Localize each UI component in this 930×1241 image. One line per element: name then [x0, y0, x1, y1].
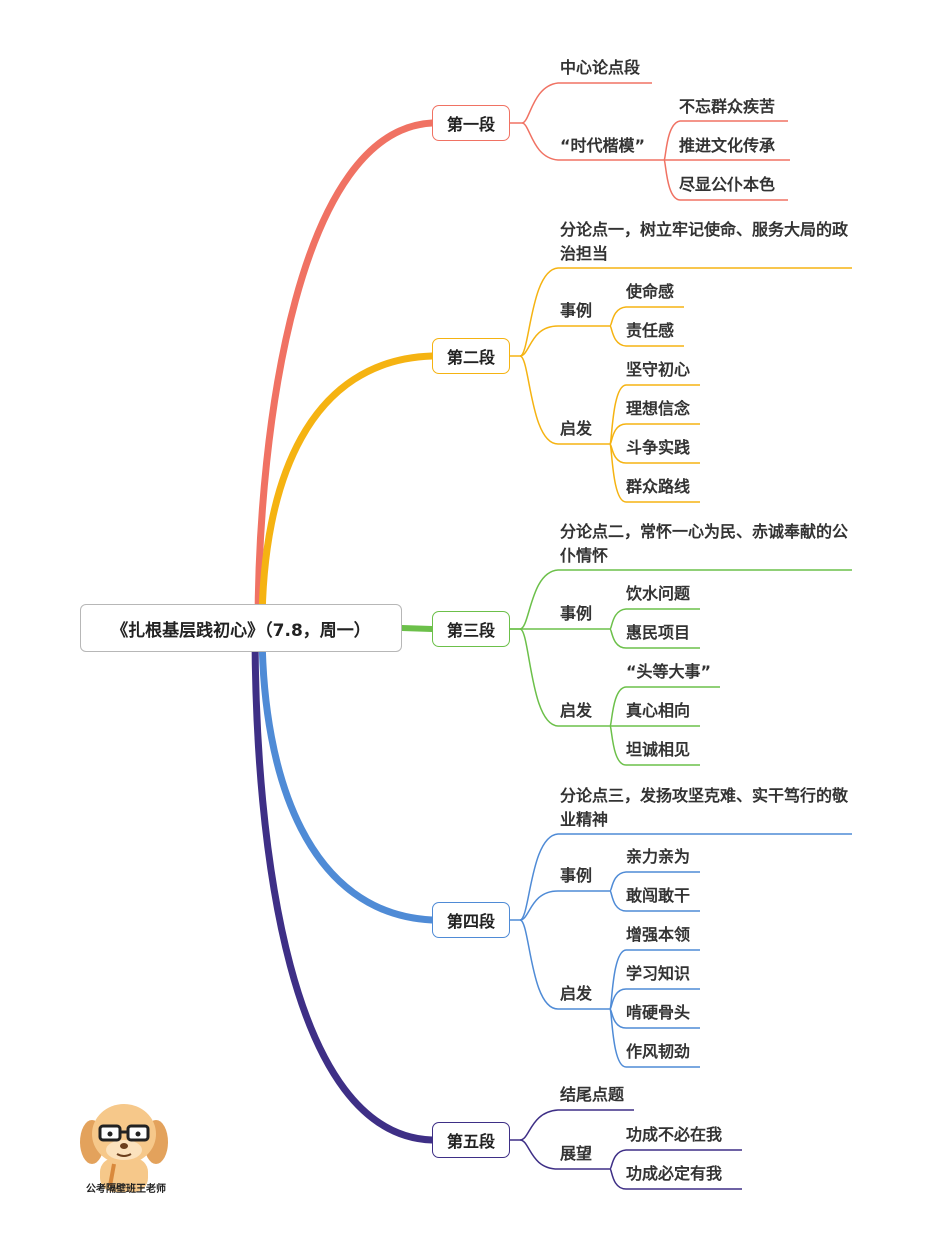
branch-1-trunk [254, 119, 436, 632]
brand-caption: 公考隔壁班王老师 [86, 1184, 166, 1195]
topic-public-servant[interactable]: 尽显公仆本色 [679, 175, 776, 194]
topic-hands-on[interactable]: 亲力亲为 [626, 847, 691, 866]
section-node-3[interactable]: 第三段 [432, 611, 510, 647]
topic-bold-action[interactable]: 敢闯敢干 [626, 886, 691, 905]
section-node-4[interactable]: 第四段 [432, 902, 510, 938]
topic-mission-sense[interactable]: 使命感 [626, 282, 675, 301]
cartoon-dog-with-glasses-icon [80, 1104, 168, 1192]
topic-example-2[interactable]: 事例 [560, 301, 593, 320]
topic-conclusion[interactable]: 结尾点题 [560, 1085, 625, 1104]
topic-outlook[interactable]: 展望 [560, 1144, 593, 1163]
topic-success-not-mine[interactable]: 功成不必在我 [626, 1125, 723, 1144]
topic-candor[interactable]: 坦诚相见 [626, 740, 691, 759]
topic-subpoint-2[interactable]: 分论点二，常怀一心为民、赤诚奉献的公仆情怀 [560, 522, 849, 565]
topic-subpoint-3[interactable]: 分论点三，发扬攻坚克难、实干笃行的敬业精神 [560, 786, 849, 829]
topic-original-aspiration[interactable]: 坚守初心 [626, 360, 691, 379]
topic-water-issue[interactable]: 饮水问题 [626, 584, 691, 603]
topic-central-thesis[interactable]: 中心论点段 [560, 58, 641, 77]
branch-4-trunk [258, 624, 436, 924]
topic-responsibility[interactable]: 责任感 [626, 321, 675, 340]
branch-5-trunk [251, 624, 436, 1144]
topic-top-priority[interactable]: “头等大事” [626, 662, 712, 681]
topic-era-model[interactable]: “时代楷模” [560, 136, 646, 155]
topic-subpoint-1[interactable]: 分论点一，树立牢记使命、服务大局的政治担当 [560, 220, 849, 263]
topic-tough-tasks[interactable]: 啃硬骨头 [626, 1003, 691, 1022]
topic-benefit-project[interactable]: 惠民项目 [626, 623, 691, 642]
branch-2-trunk [258, 352, 436, 632]
topic-enhance-skills[interactable]: 增强本领 [626, 925, 691, 944]
topic-learn-knowledge[interactable]: 学习知识 [626, 964, 691, 983]
topic-insight-4[interactable]: 启发 [560, 984, 593, 1003]
topic-ideals[interactable]: 理想信念 [626, 399, 691, 418]
topic-insight-3[interactable]: 启发 [560, 701, 593, 720]
topic-example-4[interactable]: 事例 [560, 866, 593, 885]
topic-insight-2[interactable]: 启发 [560, 419, 593, 438]
root-topic[interactable]: 《扎根基层践初心》（7.8，周一） [80, 604, 402, 652]
topic-example-3[interactable]: 事例 [560, 604, 593, 623]
section-node-1[interactable]: 第一段 [432, 105, 510, 141]
topic-culture-heritage[interactable]: 推进文化传承 [679, 136, 776, 155]
topic-sincerity[interactable]: 真心相向 [626, 701, 691, 720]
topic-remember-people[interactable]: 不忘群众疾苦 [679, 97, 776, 116]
topic-mass-line[interactable]: 群众路线 [626, 477, 691, 496]
branch-3-trunk [399, 625, 435, 632]
topic-struggle-practice[interactable]: 斗争实践 [626, 438, 691, 457]
section-node-5[interactable]: 第五段 [432, 1122, 510, 1158]
topic-tenacity[interactable]: 作风韧劲 [626, 1042, 691, 1061]
section-node-2[interactable]: 第二段 [432, 338, 510, 374]
topic-success-with-me[interactable]: 功成必定有我 [626, 1164, 723, 1183]
